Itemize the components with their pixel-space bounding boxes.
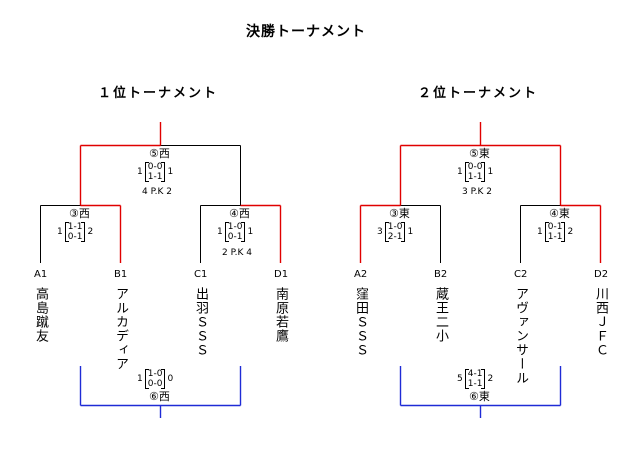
- score-periods: 1-1 0-1: [64, 222, 86, 242]
- bracket2-team-c: アヴァンサール: [513, 287, 528, 385]
- period-1: 0-0: [467, 162, 483, 172]
- bracket1-team-a: 高島蹴友: [33, 287, 48, 343]
- bracket1-code-b: B1: [114, 269, 128, 280]
- bracket1-final-score: 1 0-0 1-1 1: [135, 162, 175, 182]
- bracket2-third-label: ⑥東: [469, 390, 490, 403]
- bracket1-semi-left-score: 1 1-1 0-1 2: [55, 222, 95, 242]
- bracket1-semi-right-label: ④西: [229, 207, 250, 220]
- bracket1-semi-left-label: ③西: [69, 207, 90, 220]
- score-left: 1: [217, 227, 223, 237]
- bracket2-lines: [400, 205, 561, 263]
- score-right: 0: [167, 374, 174, 384]
- bracket2-semi-left-label: ③東: [389, 207, 410, 220]
- period-2: 2-1: [387, 232, 403, 242]
- bracket2-team-a: 窪田ＳＳＳ: [353, 287, 368, 357]
- score-periods: 4-1 1-1: [464, 369, 486, 389]
- bracket2-semi-right-label: ④東: [549, 207, 570, 220]
- bracket1-final-label: ⑤西: [149, 147, 170, 160]
- score-left: 1: [137, 374, 143, 384]
- bracket2-code-d: D2: [594, 269, 609, 280]
- bracket2-code-a: A2: [354, 269, 368, 280]
- period-1: 0-0: [147, 162, 163, 172]
- score-left: 1: [57, 227, 63, 237]
- score-periods: 1-0 0-0: [144, 369, 166, 389]
- page-title: 決勝トーナメント: [246, 24, 366, 40]
- bracket1-semi-right-score: 1 1-0 0-1 1: [215, 222, 255, 242]
- bracket1-team-c: 出羽ＳＳＳ: [193, 287, 208, 357]
- bracket2-final-score: 1 0-0 1-1 1: [455, 162, 495, 182]
- score-periods: 0-1 1-1: [544, 222, 566, 242]
- bracket2-semi-left-score: 3 1-0 2-1 1: [375, 222, 415, 242]
- bracket1-team-d: 南原若鷹: [273, 287, 288, 343]
- bracket1-code-d: D1: [274, 269, 289, 280]
- bracket2-code-c: C2: [514, 269, 528, 280]
- score-periods: 0-0 1-1: [464, 162, 486, 182]
- bracket1-semi-right-pk: 2 P.K 4: [222, 248, 252, 258]
- bracket2-code-b: B2: [434, 269, 448, 280]
- bracket1-heading: １位トーナメント: [98, 86, 219, 101]
- score-right: 2: [87, 227, 94, 237]
- bracket1-third-score: 1 1-0 0-0 0: [135, 369, 175, 389]
- score-right: 1: [487, 167, 494, 177]
- period-2: 1-1: [147, 172, 163, 182]
- period-1: 1-0: [227, 222, 243, 232]
- period-2: 0-1: [227, 232, 243, 242]
- score-left: 1: [457, 167, 463, 177]
- bracket2-final-pk: 3 P.K 2: [462, 187, 492, 197]
- bracket1-lines: [40, 145, 241, 263]
- score-left: 3: [377, 227, 383, 237]
- bracket2-third-lines: [399, 366, 562, 418]
- score-right: 1: [247, 227, 254, 237]
- bracket1-code-a: A1: [34, 269, 48, 280]
- period-2: 1-1: [467, 379, 483, 389]
- bracket2-final-label: ⑤東: [469, 147, 490, 160]
- period-1: 1-0: [387, 222, 403, 232]
- bracket2-team-d: 川西ＪＦＣ: [593, 287, 608, 357]
- bracket1-code-c: C1: [194, 269, 208, 280]
- score-right: 1: [407, 227, 414, 237]
- bracket1-third-label: ⑥西: [149, 390, 170, 403]
- score-periods: 0-0 1-1: [144, 162, 166, 182]
- bracket1-third-lines: [79, 366, 242, 418]
- period-2: 0-1: [67, 232, 83, 242]
- period-2: 1-1: [467, 172, 483, 182]
- score-right: 2: [487, 374, 494, 384]
- period-1: 0-1: [547, 222, 563, 232]
- bracket1-winner-lines: [79, 122, 282, 263]
- period-1: 1-1: [67, 222, 83, 232]
- score-left: 1: [137, 167, 143, 177]
- period-1: 1-0: [147, 369, 163, 379]
- bracket1-final-pk: 4 P.K 2: [142, 187, 172, 197]
- bracket2-team-b: 蔵王二小: [433, 287, 448, 343]
- bracket2-heading: ２位トーナメント: [418, 86, 539, 101]
- bracket1-team-b: アルカディア: [113, 287, 128, 371]
- score-left: 1: [537, 227, 543, 237]
- period-1: 4-1: [467, 369, 483, 379]
- bracket2-winner-lines: [359, 122, 602, 263]
- period-2: 1-1: [547, 232, 563, 242]
- bracket2-semi-right-score: 1 0-1 1-1 2: [535, 222, 575, 242]
- score-periods: 1-0 0-1: [224, 222, 246, 242]
- bracket2-third-score: 5 4-1 1-1 2: [455, 369, 495, 389]
- score-left: 5: [457, 374, 463, 384]
- score-periods: 1-0 2-1: [384, 222, 406, 242]
- period-2: 0-0: [147, 379, 163, 389]
- score-right: 1: [167, 167, 174, 177]
- score-right: 2: [567, 227, 574, 237]
